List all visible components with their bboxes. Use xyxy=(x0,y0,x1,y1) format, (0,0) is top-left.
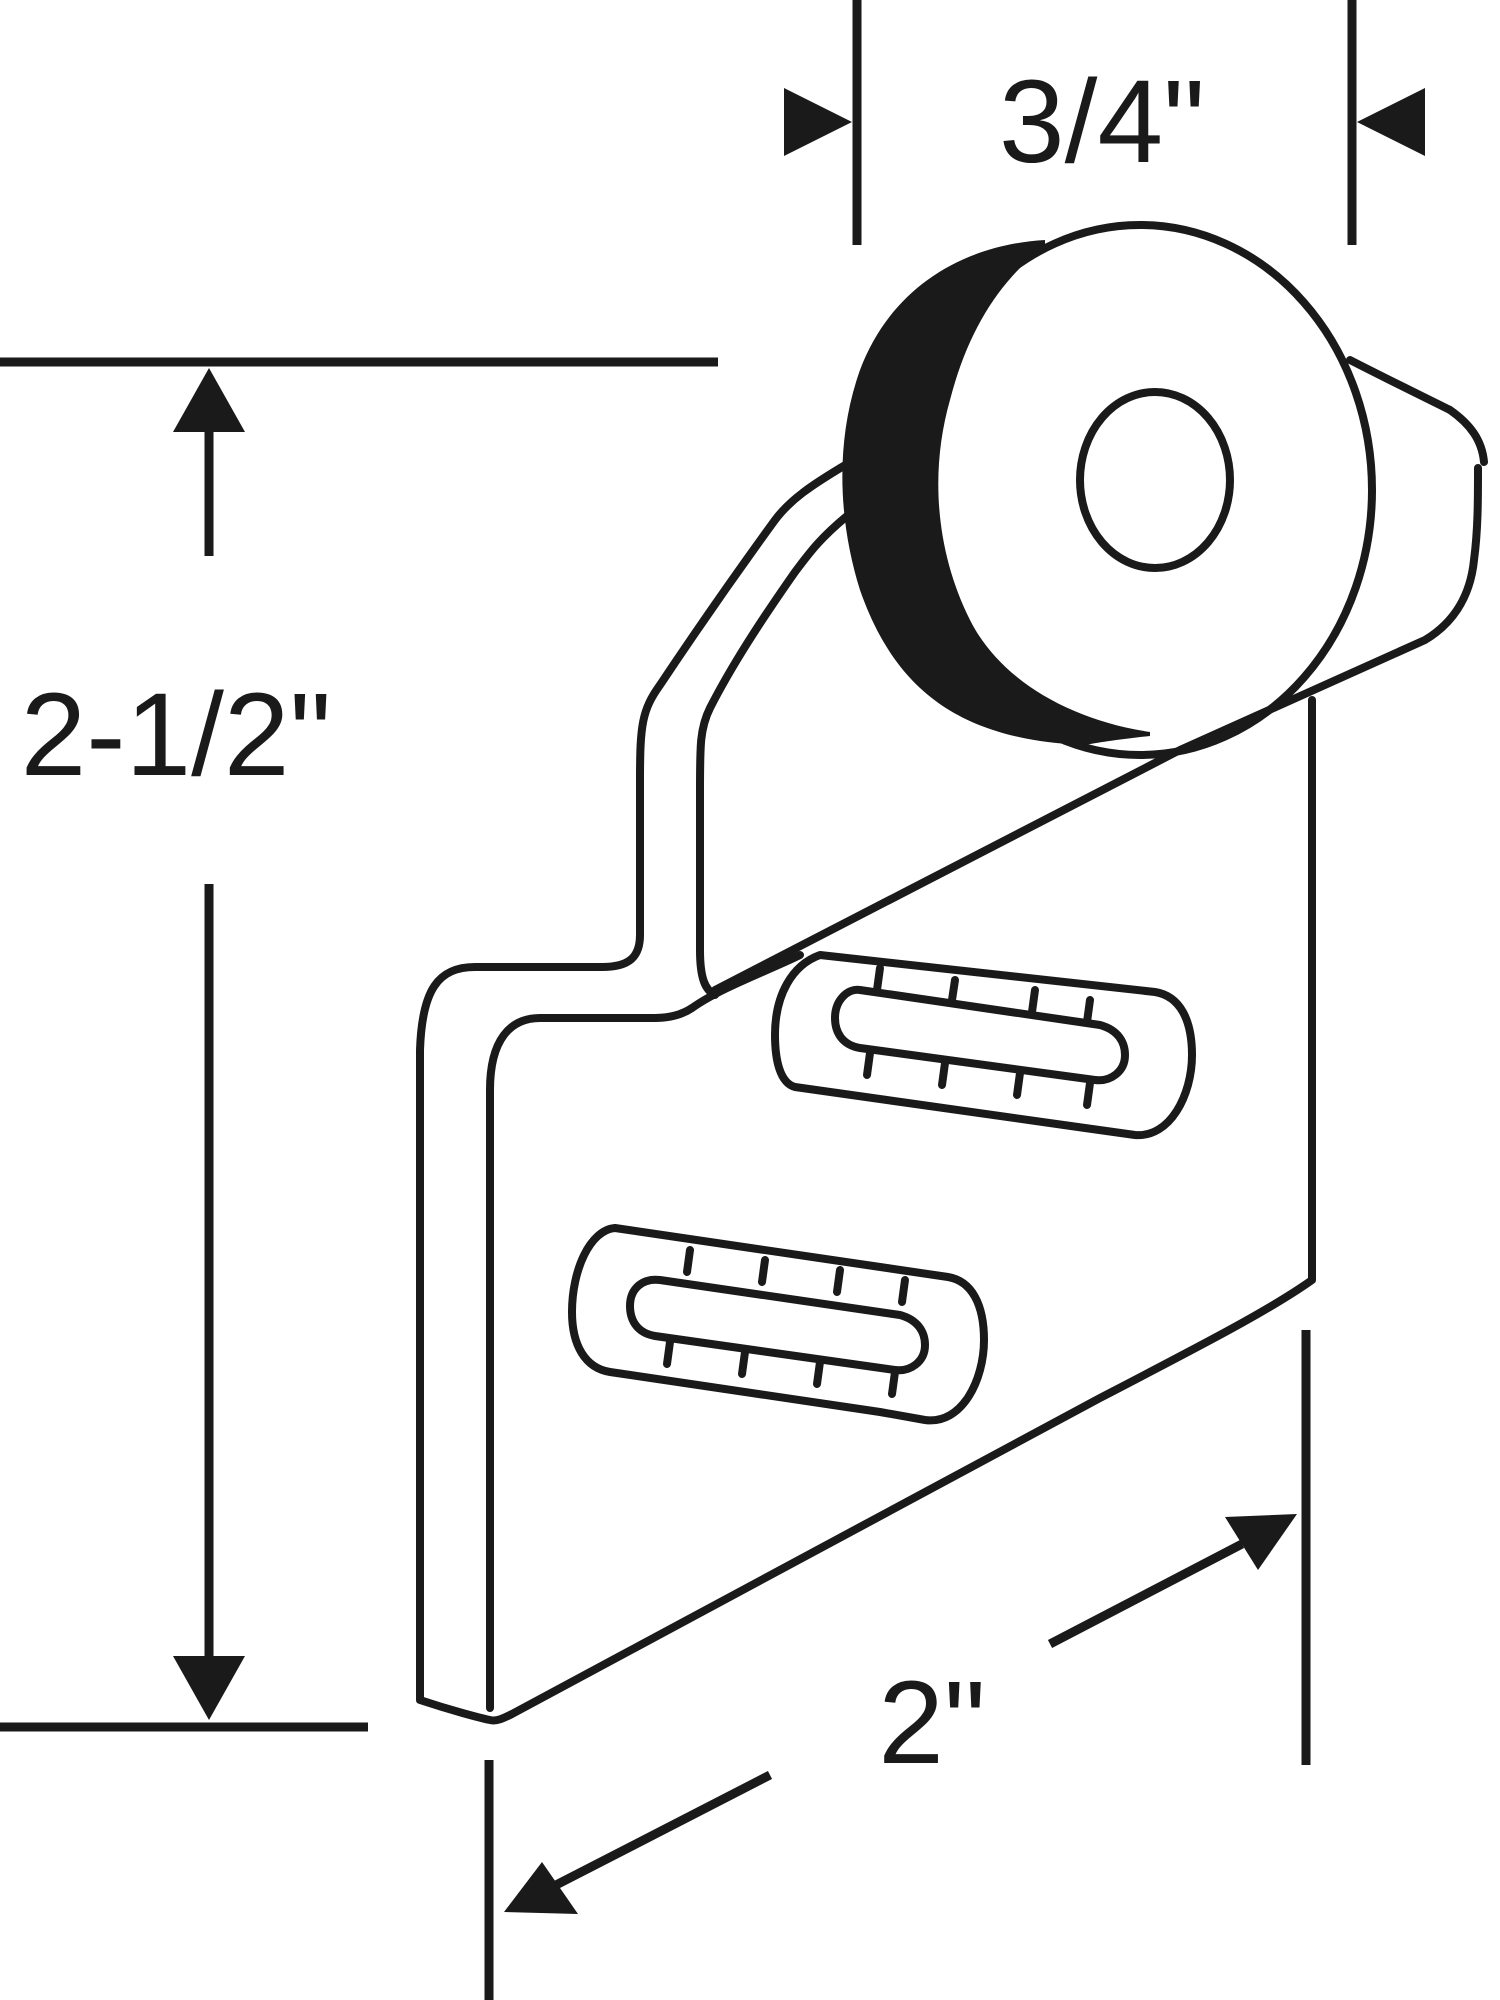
roller-wheel xyxy=(842,221,1376,759)
dimension-height: 2-1/2" xyxy=(0,357,718,1732)
bracket-top-edge xyxy=(711,464,1482,994)
dimension-line-lower-left xyxy=(553,1770,773,1890)
bracket-bend-line xyxy=(696,512,851,999)
slot-upper-tick xyxy=(1028,986,1039,1016)
slot-lower-tick xyxy=(898,1276,909,1306)
slot-upper-tick xyxy=(1083,996,1094,1026)
slot-lower-inner xyxy=(626,1275,929,1375)
width-label: 3/4" xyxy=(999,56,1205,188)
wheel-tread xyxy=(842,240,1150,745)
mounting-slot-lower xyxy=(568,1224,988,1425)
slot-upper-tick xyxy=(1083,1079,1094,1109)
slot-lower-tick xyxy=(738,1348,749,1378)
arrow-left-icon xyxy=(1357,88,1425,156)
slot-lower-tick xyxy=(813,1358,824,1388)
arrow-right-icon xyxy=(784,88,852,156)
slot-lower-tick xyxy=(683,1246,694,1276)
axle-housing xyxy=(1346,356,1488,466)
slot-upper-tick xyxy=(863,1049,874,1079)
bracket-front-edge xyxy=(486,951,804,1712)
slot-upper-tick xyxy=(948,976,959,1004)
slot-upper-tick xyxy=(873,964,884,994)
slot-upper-outer xyxy=(771,951,1196,1140)
arrow-up-right-icon xyxy=(1225,1514,1297,1570)
mounting-slot-upper xyxy=(771,951,1196,1140)
slot-upper-tick xyxy=(938,1059,949,1089)
slot-upper-inner xyxy=(831,985,1129,1085)
arrow-up-icon xyxy=(173,368,245,432)
arrow-down-icon xyxy=(173,1656,245,1720)
arrow-down-left-icon xyxy=(504,1862,578,1914)
bracket-outline xyxy=(416,460,1316,1725)
wheel-face xyxy=(904,221,1376,759)
slot-lower-tick xyxy=(888,1368,899,1398)
dimension-line-upper-right xyxy=(1047,1540,1245,1648)
slot-lower-tick xyxy=(758,1256,769,1286)
bracket xyxy=(416,356,1488,1725)
slot-upper-tick xyxy=(1013,1069,1024,1099)
slot-lower-tick xyxy=(663,1338,674,1368)
dimension-depth: 2" xyxy=(484,1330,1311,2000)
dimension-width: 3/4" xyxy=(784,0,1425,245)
depth-label: 2" xyxy=(878,1657,986,1789)
wheel-hub xyxy=(1076,388,1234,572)
height-label: 2-1/2" xyxy=(21,669,332,801)
slot-lower-outer xyxy=(568,1224,988,1425)
slot-lower-tick xyxy=(833,1266,844,1296)
